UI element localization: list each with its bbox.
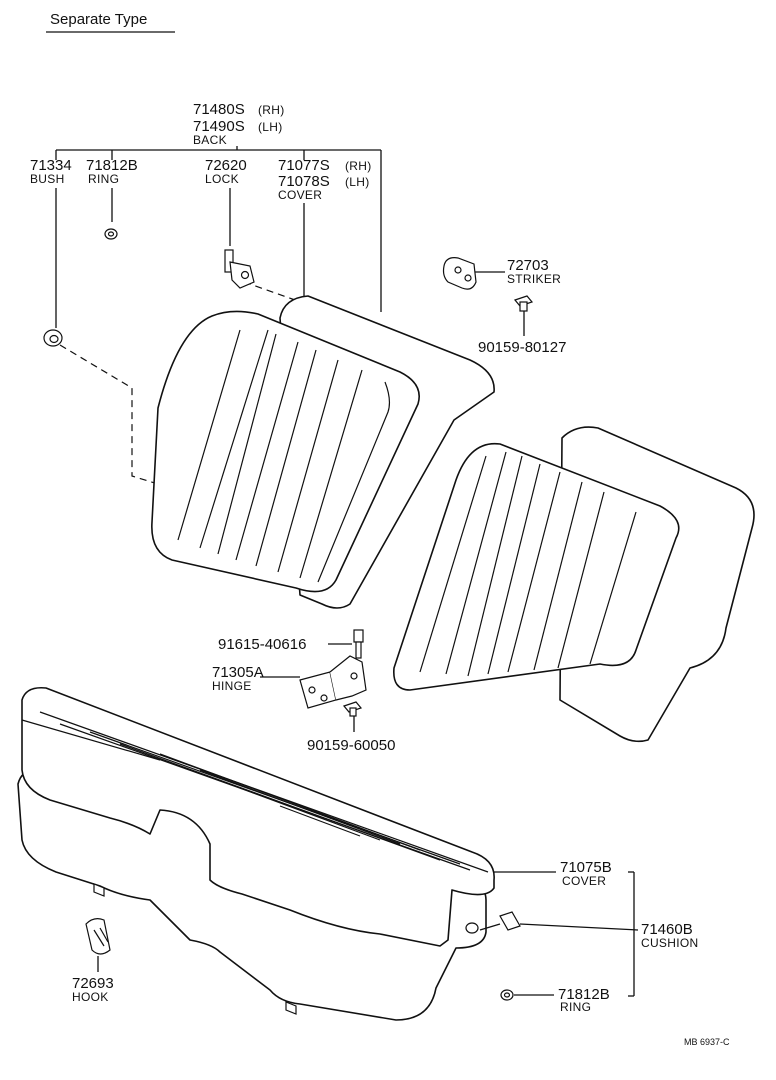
label-screw-hinge: 90159-60050 bbox=[307, 737, 395, 754]
screw-hinge-icon bbox=[342, 701, 363, 717]
ring-top-icon bbox=[104, 228, 118, 240]
diagram-code: MB 6937-C bbox=[684, 1037, 730, 1047]
label-hook: 72693 HOOK bbox=[72, 975, 114, 1004]
label-bolt-hinge: 91615-40616 bbox=[218, 636, 306, 653]
cushion-ring-icon bbox=[465, 922, 479, 934]
seat-back-right bbox=[393, 426, 755, 743]
lock-icon bbox=[224, 249, 255, 289]
svg-text:71812B: 71812B bbox=[558, 986, 610, 1003]
label-cushion: 71460B CUSHION bbox=[641, 921, 698, 950]
svg-text:COVER: COVER bbox=[562, 874, 606, 888]
label-back: 71480S (RH) 71490S (LH) BACK bbox=[193, 101, 285, 147]
hinge-icon bbox=[299, 655, 367, 709]
leader-lines-cushion bbox=[479, 871, 639, 997]
svg-text:72703: 72703 bbox=[507, 257, 549, 274]
svg-text:71077S: 71077S bbox=[278, 157, 330, 174]
svg-text:91615-40616: 91615-40616 bbox=[218, 636, 306, 653]
svg-text:(LH): (LH) bbox=[258, 120, 283, 134]
label-hinge: 71305A HINGE bbox=[212, 664, 264, 693]
svg-text:71460B: 71460B bbox=[641, 921, 693, 938]
svg-text:72620: 72620 bbox=[205, 157, 247, 174]
svg-text:71078S: 71078S bbox=[278, 173, 330, 190]
hook-icon bbox=[85, 918, 111, 955]
leader-lines-hinge bbox=[260, 643, 355, 732]
svg-text:BUSH: BUSH bbox=[30, 172, 65, 186]
ring-bottom-icon bbox=[500, 989, 514, 1001]
seat-cushion bbox=[17, 686, 495, 1021]
svg-text:COVER: COVER bbox=[278, 188, 322, 202]
svg-text:CUSHION: CUSHION bbox=[641, 936, 698, 950]
label-ring-top: 71812B RING bbox=[86, 157, 138, 186]
bolt-hinge-icon bbox=[353, 629, 364, 659]
seat-back-left bbox=[151, 295, 495, 609]
svg-text:71812B: 71812B bbox=[86, 157, 138, 174]
label-striker: 72703 STRIKER bbox=[507, 257, 561, 286]
svg-text:LOCK: LOCK bbox=[205, 172, 239, 186]
label-ring-bottom: 71812B RING bbox=[558, 986, 610, 1014]
svg-text:72693: 72693 bbox=[72, 975, 114, 992]
screw-striker-icon bbox=[513, 295, 534, 312]
svg-text:71480S: 71480S bbox=[193, 101, 245, 118]
label-bush: 71334 BUSH bbox=[30, 157, 72, 186]
svg-text:STRIKER: STRIKER bbox=[507, 272, 561, 286]
svg-text:71305A: 71305A bbox=[212, 664, 264, 681]
label-cushion-cover: 71075B COVER bbox=[560, 859, 612, 888]
svg-text:HOOK: HOOK bbox=[72, 990, 109, 1004]
svg-text:RING: RING bbox=[560, 1000, 591, 1014]
svg-text:71490S: 71490S bbox=[193, 118, 245, 135]
svg-text:HINGE: HINGE bbox=[212, 679, 252, 693]
cushion-bush-icon bbox=[499, 911, 521, 931]
svg-text:BACK: BACK bbox=[193, 133, 227, 147]
svg-text:(LH): (LH) bbox=[345, 175, 370, 189]
svg-text:(RH): (RH) bbox=[258, 103, 285, 117]
striker-icon bbox=[442, 257, 477, 290]
dashed-fitting-lines bbox=[59, 281, 296, 485]
svg-text:71075B: 71075B bbox=[560, 859, 612, 876]
svg-text:71334: 71334 bbox=[30, 157, 72, 174]
diagram-title: Separate Type bbox=[50, 11, 147, 28]
svg-text:RING: RING bbox=[88, 172, 119, 186]
bush-icon bbox=[43, 329, 63, 347]
label-lock: 72620 LOCK bbox=[205, 157, 247, 186]
label-screw-striker: 90159-80127 bbox=[478, 339, 566, 356]
label-back-cover: 71077S (RH) 71078S (LH) COVER bbox=[278, 157, 372, 202]
leader-lines-top bbox=[55, 146, 525, 336]
svg-text:(RH): (RH) bbox=[345, 159, 372, 173]
